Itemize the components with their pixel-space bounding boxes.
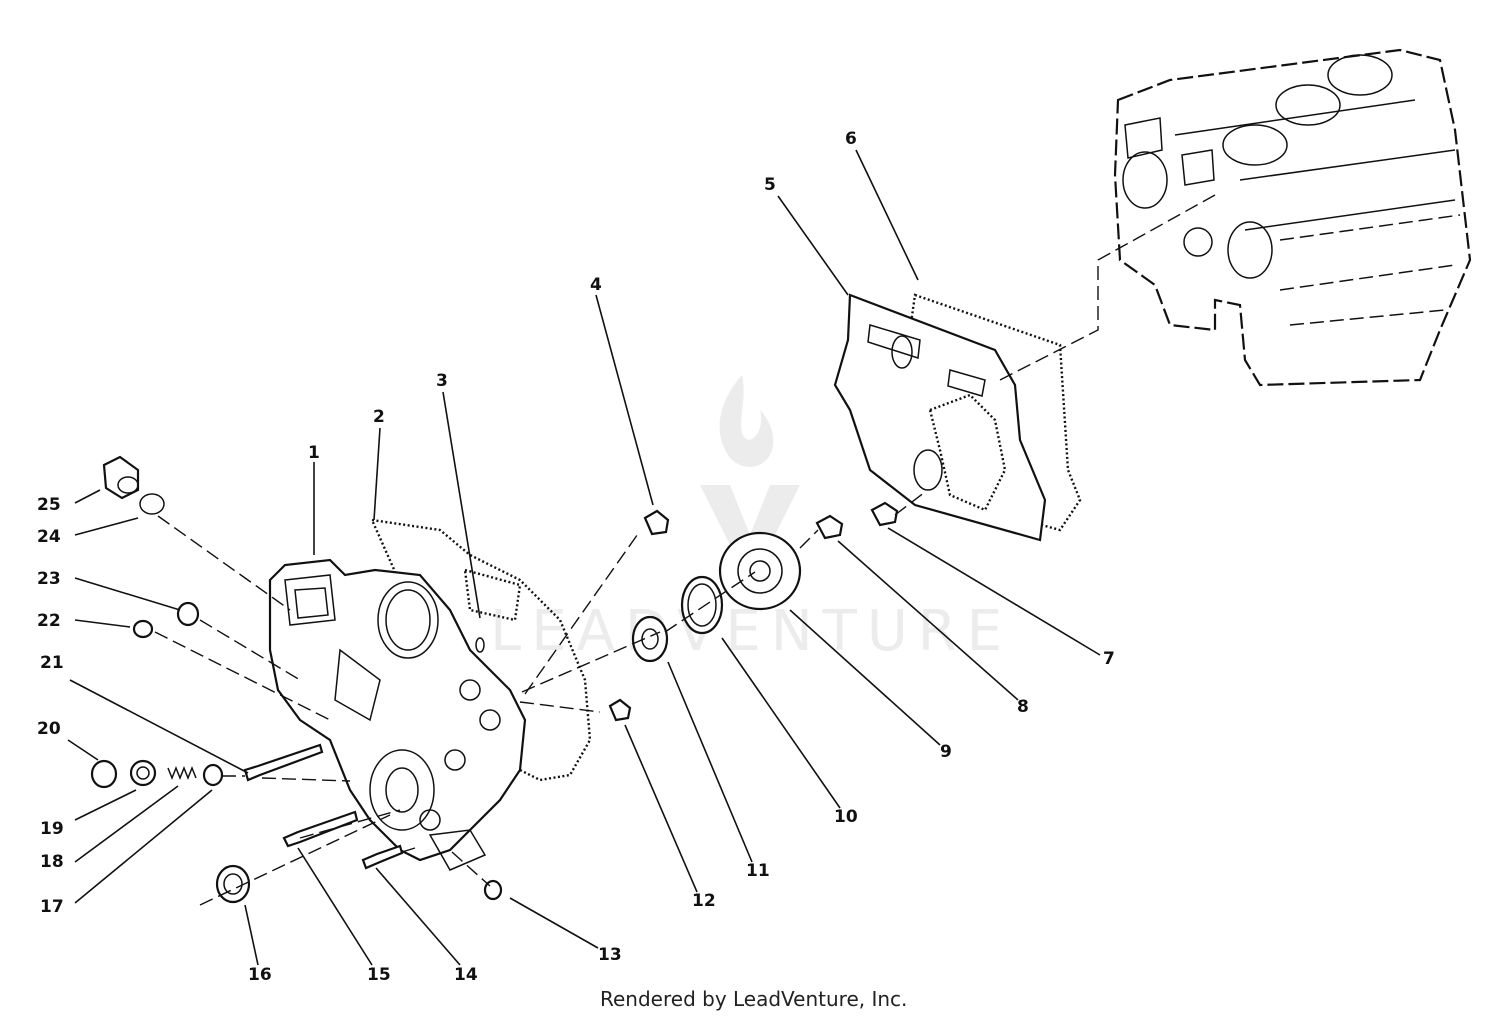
callout-labels: 1 2 3 4 5 6 7 8 9 10 11 12 13 14 15 16 1… — [37, 129, 1115, 985]
callout-25: 25 — [37, 495, 61, 515]
callout-11: 11 — [746, 861, 770, 881]
leader-lines — [67, 149, 1101, 966]
callout-4: 4 — [590, 275, 602, 295]
callout-23: 23 — [37, 569, 61, 589]
plate-assembly — [833, 293, 1082, 542]
callout-20: 20 — [37, 719, 61, 739]
watermark-flame-icon — [719, 375, 774, 468]
callout-17: 17 — [40, 897, 64, 917]
callout-10: 10 — [834, 807, 858, 827]
callout-1: 1 — [308, 443, 320, 463]
callout-13: 13 — [598, 945, 622, 965]
callout-24: 24 — [37, 527, 61, 547]
callout-18: 18 — [40, 852, 64, 872]
callout-16: 16 — [248, 965, 272, 985]
assembly-lines — [154, 194, 1216, 906]
callout-5: 5 — [764, 175, 776, 195]
callout-12: 12 — [692, 891, 716, 911]
small-parts — [90, 455, 899, 904]
callout-14: 14 — [454, 965, 478, 985]
callout-7: 7 — [1103, 649, 1115, 669]
engine-block — [1113, 48, 1472, 387]
callout-19: 19 — [40, 819, 64, 839]
callout-8: 8 — [1017, 697, 1029, 717]
callout-6: 6 — [845, 129, 857, 149]
callout-2: 2 — [373, 407, 385, 427]
callout-15: 15 — [367, 965, 391, 985]
callout-21: 21 — [40, 653, 64, 673]
timing-cover — [268, 518, 592, 871]
watermark-v-icon — [700, 485, 800, 565]
callout-9: 9 — [940, 742, 952, 762]
callout-3: 3 — [436, 371, 448, 391]
callout-22: 22 — [37, 611, 61, 631]
footer-credit: Rendered by LeadVenture, Inc. — [600, 987, 907, 1011]
